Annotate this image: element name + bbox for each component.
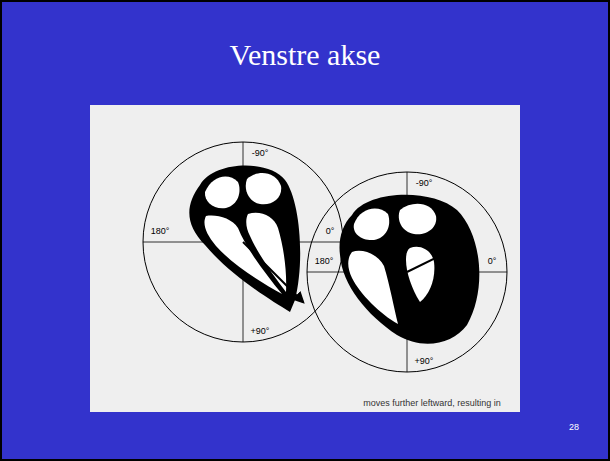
scanned-image [90, 105, 520, 412]
axis-label: -90° [251, 149, 270, 159]
axis-label: +90° [414, 357, 435, 367]
axis-label: 0° [487, 257, 498, 267]
slide-title: Venstre akse [2, 38, 608, 72]
axis-label: +90° [250, 327, 271, 337]
axis-label: 180° [150, 227, 171, 237]
axis-label: -90° [415, 179, 434, 189]
left-axis-figure [307, 172, 507, 372]
axis-label: 0° [325, 227, 336, 237]
normal-heart [189, 166, 303, 312]
slide-number: 28 [568, 423, 580, 433]
hypertrophic-heart [340, 195, 480, 344]
caption-fragment: moves further leftward, resulting in [362, 399, 502, 409]
normal-axis-figure [143, 142, 343, 342]
axis-label: 180° [314, 257, 335, 267]
